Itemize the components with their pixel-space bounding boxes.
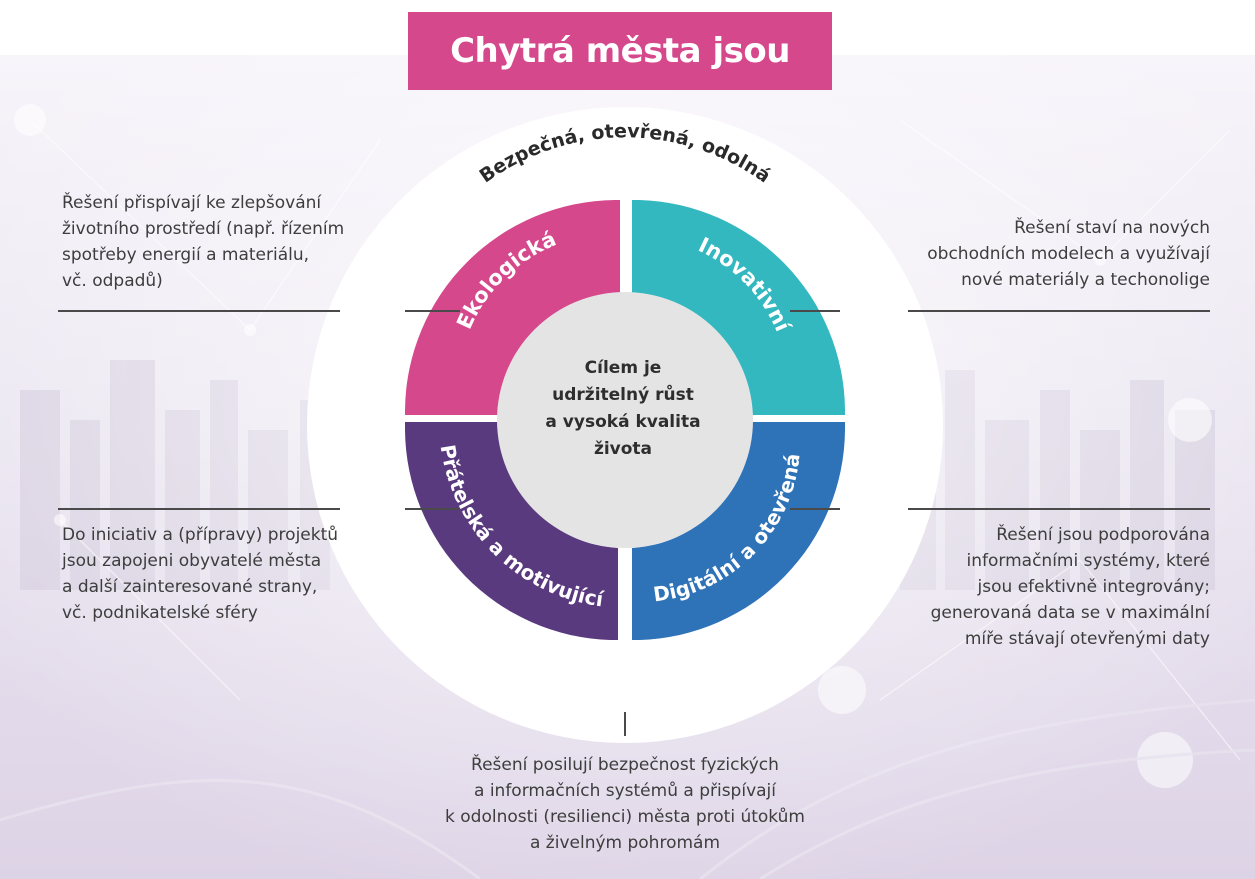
segment-innovative — [632, 200, 845, 415]
divider-top-left-inner — [405, 310, 460, 312]
description-ecological: Řešení přispívají ke zlepšování životníh… — [62, 193, 345, 291]
description-innovative: Řešení staví na nových obchodních modele… — [927, 218, 1210, 290]
divider-top-right-inner — [790, 310, 840, 312]
divider-bottom-right — [908, 508, 1210, 510]
center-goal-text: Cílem je udržitelný růst a vysoká kvalit… — [545, 358, 701, 459]
divider-top-right — [908, 310, 1210, 312]
segment-friendly — [405, 422, 618, 640]
divider-top-left — [58, 310, 340, 312]
segment-ecological — [405, 200, 620, 415]
description-friendly: Do iniciativ a (přípravy) projektů jsou … — [62, 525, 339, 623]
divider-bottom-left — [58, 508, 340, 510]
center-circle — [497, 292, 753, 548]
description-digital: Řešení jsou podporována informačními sys… — [930, 525, 1210, 649]
page-title: Chytrá města jsou — [408, 12, 832, 90]
description-safety: Řešení posilují bezpečnost fyzických a i… — [445, 755, 805, 853]
divider-bottom-right-inner — [790, 508, 840, 510]
connector-bottom — [624, 712, 626, 736]
divider-bottom-left-inner — [405, 508, 460, 510]
segment-digital — [632, 422, 845, 640]
